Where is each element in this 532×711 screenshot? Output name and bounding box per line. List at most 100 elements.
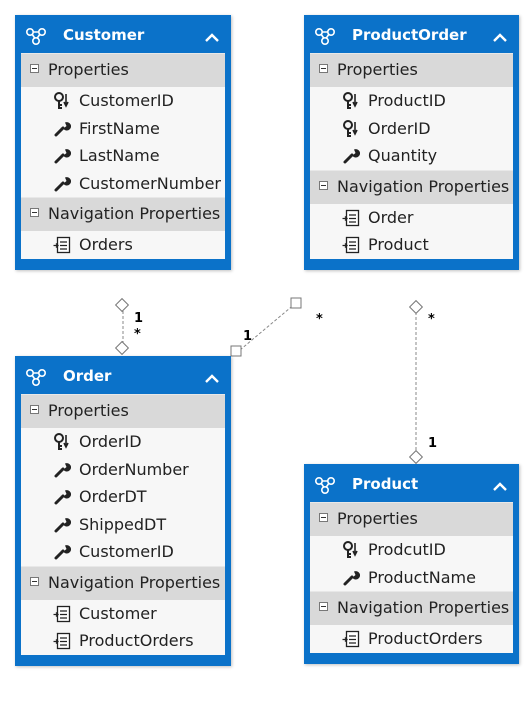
- entity-icon: [25, 27, 49, 46]
- navigation-item[interactable]: Orders: [21, 231, 225, 259]
- item-label: OrderID: [368, 118, 431, 138]
- association-order-productorder[interactable]: [239, 302, 297, 351]
- item-label: ProdcutID: [368, 540, 446, 559]
- entity-title: ProductOrder: [352, 26, 467, 44]
- property-item[interactable]: Quantity: [310, 142, 513, 170]
- property-item[interactable]: ProdcutID: [310, 536, 513, 564]
- section-label: Navigation Properties: [48, 572, 221, 592]
- entity-icon: [314, 27, 338, 46]
- property-item[interactable]: CustomerID: [21, 87, 225, 115]
- section-label: Properties: [48, 401, 129, 420]
- collapse-minus-icon[interactable]: [30, 208, 39, 217]
- item-label: LastName: [79, 146, 160, 165]
- entity-title: Product: [352, 475, 419, 493]
- navigation-section-header[interactable]: Navigation Properties: [310, 591, 513, 625]
- navigation-property-icon: [342, 630, 360, 648]
- multiplicity-label: *: [428, 312, 435, 327]
- item-label: Quantity: [368, 146, 438, 165]
- navigation-property-icon: [53, 605, 71, 623]
- properties-section-header[interactable]: Properties: [21, 53, 225, 87]
- property-item[interactable]: OrderNumber: [21, 455, 225, 483]
- item-label: Customer: [79, 603, 157, 623]
- item-label: CustomerNumber: [79, 173, 221, 193]
- item-label: Orders: [79, 235, 133, 254]
- association-end-diamond: [114, 297, 130, 313]
- wrench-icon: [342, 147, 361, 165]
- section-label: Navigation Properties: [337, 176, 510, 196]
- navigation-section-header[interactable]: Navigation Properties: [21, 565, 225, 600]
- item-label: FirstName: [79, 118, 160, 138]
- property-item[interactable]: ProductID: [310, 87, 513, 115]
- wrench-icon: [342, 569, 361, 587]
- association-end-square: [230, 345, 242, 357]
- properties-section-header[interactable]: Properties: [21, 394, 225, 428]
- property-item[interactable]: CustomerID: [21, 538, 225, 566]
- entity-header[interactable]: Customer: [15, 15, 231, 53]
- collapse-minus-icon[interactable]: [319, 180, 328, 190]
- property-item[interactable]: ProductName: [310, 563, 513, 591]
- association-end-diamond: [408, 299, 424, 315]
- multiplicity-label: 1: [243, 329, 253, 344]
- navigation-item[interactable]: Order: [310, 203, 513, 231]
- collapse-minus-icon[interactable]: [319, 602, 328, 611]
- item-label: OrderNumber: [79, 459, 189, 479]
- navigation-section-header[interactable]: Navigation Properties: [21, 197, 225, 231]
- navigation-item[interactable]: Product: [310, 231, 513, 259]
- collapse-minus-icon[interactable]: [30, 64, 39, 73]
- collapse-minus-icon[interactable]: [30, 576, 39, 586]
- collapse-minus-icon[interactable]: [319, 64, 328, 73]
- section-label: Properties: [337, 60, 418, 79]
- chevron-up-icon[interactable]: [205, 369, 219, 383]
- chevron-up-icon[interactable]: [493, 477, 507, 491]
- navigation-item[interactable]: Customer: [21, 599, 225, 627]
- chevron-up-icon[interactable]: [493, 28, 507, 42]
- property-item[interactable]: OrderID: [21, 428, 225, 456]
- navigation-item[interactable]: ProductOrders: [310, 625, 513, 653]
- properties-section-header[interactable]: Properties: [310, 53, 513, 87]
- navigation-property-icon: [342, 209, 360, 227]
- entity-footer: [15, 259, 231, 270]
- entity-header[interactable]: Order: [15, 356, 231, 394]
- properties-section-header[interactable]: Properties: [310, 502, 513, 536]
- section-label: Navigation Properties: [337, 598, 510, 617]
- item-label: OrderID: [79, 432, 142, 451]
- item-label: ProductID: [368, 91, 446, 110]
- entity-icon: [314, 476, 338, 495]
- chevron-up-icon[interactable]: [205, 28, 219, 42]
- property-item[interactable]: LastName: [21, 142, 225, 170]
- property-item[interactable]: OrderDT: [21, 483, 225, 511]
- multiplicity-label: *: [134, 327, 141, 342]
- property-item[interactable]: ShippedDT: [21, 510, 225, 538]
- navigation-property-icon: [53, 236, 71, 254]
- navigation-section-header[interactable]: Navigation Properties: [310, 169, 513, 204]
- entity-header[interactable]: ProductOrder: [304, 15, 519, 53]
- property-item[interactable]: OrderID: [310, 114, 513, 142]
- multiplicity-label: 1: [428, 436, 438, 451]
- property-item[interactable]: FirstName: [21, 114, 225, 142]
- key-icon: [342, 92, 360, 110]
- key-icon: [342, 119, 360, 138]
- item-label: ProductOrders: [79, 631, 194, 650]
- wrench-icon: [53, 488, 72, 506]
- key-icon: [53, 92, 71, 110]
- collapse-minus-icon[interactable]: [319, 513, 328, 522]
- association-end-diamond: [408, 449, 424, 465]
- entity-header[interactable]: Product: [304, 464, 519, 502]
- navigation-item[interactable]: ProductOrders: [21, 627, 225, 655]
- property-item[interactable]: CustomerNumber: [21, 169, 225, 197]
- collapse-minus-icon[interactable]: [30, 405, 39, 414]
- section-label: Properties: [337, 509, 418, 528]
- section-label: Navigation Properties: [48, 204, 221, 223]
- association-end-diamond: [114, 340, 130, 356]
- navigation-property-icon: [53, 632, 71, 650]
- wrench-icon: [53, 147, 72, 165]
